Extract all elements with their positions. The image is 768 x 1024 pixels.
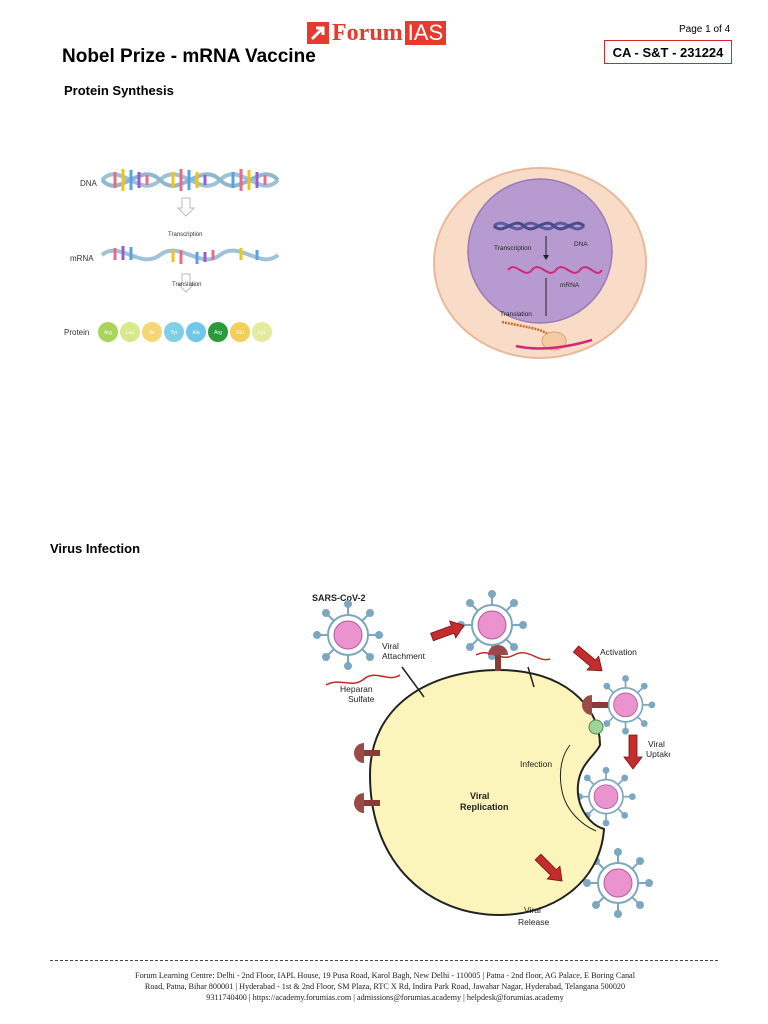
dna-label: DNA xyxy=(574,241,588,248)
sars-cov-2-label: SARS-CoV-2 xyxy=(312,593,366,603)
footer-contact-line: 9311740400 | https://academy.forumias.co… xyxy=(206,993,564,1002)
amino-acid-label: Ala xyxy=(192,330,199,336)
ca-code-badge: CA - S&T - 231224 xyxy=(604,40,732,64)
logo-forum-text: Forum xyxy=(332,19,403,46)
logo-ias-text: IAS xyxy=(404,20,447,45)
viral-uptake-label: Uptake xyxy=(646,749,670,759)
infection-label: Infection xyxy=(520,759,552,769)
viral-release-label: Viral xyxy=(524,905,541,915)
virus-infection-diagram: SARS-CoV-2 Viral Attachment Heparan Sulf… xyxy=(312,590,670,927)
dna-label: DNA xyxy=(80,179,98,188)
protein-chain: Arg Leu Ile Tyr Ala Arg Glu Lys xyxy=(98,322,272,342)
amino-acid-label: Ile xyxy=(149,330,155,336)
activation-label: Activation xyxy=(600,647,637,657)
footer-address-line: Road, Patna, Bihar 800001 | Hyderabad - … xyxy=(144,982,626,991)
transcription-label: Transcription xyxy=(168,232,202,238)
amino-acid-label: Arg xyxy=(104,330,112,336)
viral-replication-label: Viral xyxy=(470,791,489,801)
page-title: Nobel Prize - mRNA Vaccine xyxy=(62,46,316,67)
forumias-logo: Forum IAS xyxy=(307,19,447,46)
viral-release-label: Release xyxy=(518,917,549,927)
dna-helix xyxy=(100,169,280,191)
viral-uptake-label: Viral xyxy=(648,739,665,749)
red-arrow-icon xyxy=(623,734,643,770)
mrna-label: mRNA xyxy=(70,254,94,263)
cell-diagram: Transcription DNA mRNA Translation xyxy=(433,167,647,359)
amino-acid-label: Arg xyxy=(214,330,222,336)
protein-label: Protein xyxy=(64,328,89,337)
down-arrow-icon xyxy=(176,273,196,293)
down-arrow-icon xyxy=(176,197,196,217)
transcription-label: Transcription xyxy=(494,245,532,252)
translation-label: Translation xyxy=(172,282,201,288)
viral-attachment-label: Attachment xyxy=(382,651,426,661)
heparan-sulfate-label: Heparan xyxy=(340,684,373,694)
page-number: Page 1 of 4 xyxy=(679,24,731,35)
mrna-label: mRNA xyxy=(560,282,580,289)
heparan-sulfate-label: Sulfate xyxy=(348,694,375,704)
footer-address-line: Forum Learning Centre: Delhi - 2nd Floor… xyxy=(135,971,635,980)
receptor-icon xyxy=(582,695,608,715)
amino-acid-label: Leu xyxy=(126,330,135,336)
mrna-strand xyxy=(100,246,280,264)
section-heading-virus-infection: Virus Infection xyxy=(50,541,141,556)
amino-acid-label: Glu xyxy=(236,330,244,336)
amino-acid-label: Tyr xyxy=(171,330,178,336)
virus-icon xyxy=(313,600,383,670)
footer: Forum Learning Centre: Delhi - 2nd Floor… xyxy=(60,970,710,1003)
translation-label: Translation xyxy=(500,311,532,318)
footer-divider xyxy=(50,960,718,961)
amino-acid-label: Lys xyxy=(258,330,266,336)
viral-replication-label: Replication xyxy=(460,802,509,812)
protein-synthesis-diagram: DNA Transcription mRNA Translation Prote… xyxy=(64,169,280,342)
viral-attachment-label: Viral xyxy=(382,641,399,651)
section-heading-protein-synthesis: Protein Synthesis xyxy=(64,83,174,98)
arrow-icon xyxy=(307,21,329,44)
